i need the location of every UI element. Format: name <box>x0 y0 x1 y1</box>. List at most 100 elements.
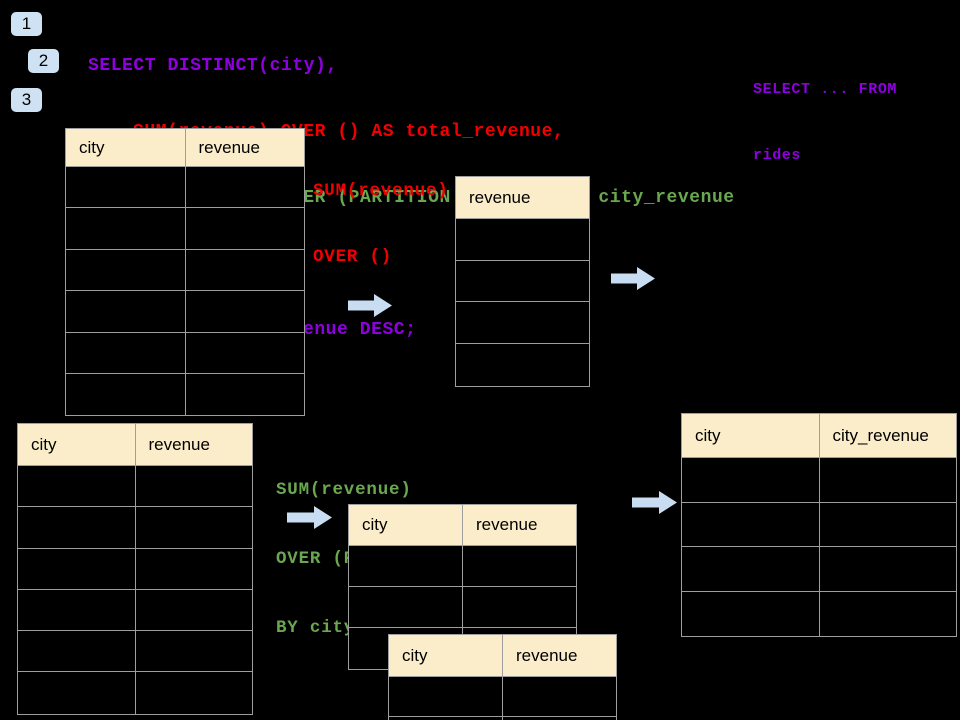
table-row <box>18 466 252 508</box>
table-cell <box>66 249 186 292</box>
step-badge-2: 2 <box>28 49 59 73</box>
table-row <box>18 548 252 590</box>
column-header: revenue <box>463 505 576 546</box>
table-cell <box>18 631 136 673</box>
side-snippet-line-2: rides <box>753 147 802 164</box>
table-cell <box>819 458 956 503</box>
table-row <box>349 546 576 587</box>
table-cell <box>66 291 186 333</box>
arrow-right-icon-2 <box>611 267 655 290</box>
column-header: revenue <box>456 177 589 219</box>
table-cell <box>18 548 136 590</box>
table-cell <box>819 591 956 636</box>
table-row <box>66 373 304 416</box>
column-header: city <box>682 414 820 458</box>
table-cell <box>503 677 616 717</box>
table-cell <box>349 546 463 587</box>
table-cell <box>185 373 304 416</box>
table-cell <box>185 208 304 250</box>
table-row <box>456 260 589 303</box>
table-cell <box>682 458 820 503</box>
table-cell <box>682 502 820 547</box>
table-cell <box>456 219 589 261</box>
table-row <box>456 219 589 261</box>
table-cell <box>185 167 304 209</box>
table-header-row: revenue <box>456 177 589 219</box>
table-cell <box>135 466 252 508</box>
table-row <box>349 587 576 628</box>
table-cell <box>66 167 186 209</box>
table-cell <box>819 502 956 547</box>
table-cell <box>18 507 136 549</box>
table-row <box>18 589 252 632</box>
step-badge-1: 1 <box>11 12 42 36</box>
side-code-snippet: SELECT ... FROM rides <box>753 35 897 211</box>
table-cell <box>135 672 252 714</box>
table-cell <box>456 302 589 345</box>
table-cell <box>66 208 186 250</box>
column-header: revenue <box>503 635 616 677</box>
arrow-right-icon-1 <box>348 294 392 317</box>
table-row <box>66 167 304 209</box>
table-cell <box>819 547 956 592</box>
column-header: city <box>389 635 503 677</box>
table-row <box>18 672 252 714</box>
table-cell <box>135 589 252 632</box>
table-row <box>66 291 304 333</box>
table-cell <box>463 546 576 587</box>
table-cell <box>135 548 252 590</box>
column-header: city <box>66 129 186 167</box>
column-header: revenue <box>185 129 304 167</box>
column-header: revenue <box>135 424 252 466</box>
table-cell <box>349 587 463 628</box>
table-row <box>389 677 616 717</box>
annotation-sum-over-line-1: SUM(revenue) <box>313 181 449 201</box>
table-row <box>682 502 956 547</box>
arrow-right-icon-4 <box>632 491 677 514</box>
table-cell <box>18 466 136 508</box>
column-header: city_revenue <box>819 414 956 458</box>
table-row <box>682 458 956 503</box>
table-cell <box>135 507 252 549</box>
column-header: city <box>18 424 136 466</box>
table-row <box>66 208 304 250</box>
table-cell <box>682 591 820 636</box>
table-cell <box>389 677 503 717</box>
annotation-sum-over: SUM(revenue) OVER () <box>313 136 449 312</box>
table-cell <box>682 547 820 592</box>
table-cell <box>456 260 589 303</box>
annotation-sum-partition-line-1: SUM(revenue) <box>276 480 412 500</box>
table-cell <box>66 332 186 374</box>
table-row <box>66 332 304 374</box>
table-cell <box>185 332 304 374</box>
table-row <box>389 717 616 720</box>
table-cell <box>135 631 252 673</box>
annotation-sum-over-line-2: OVER () <box>313 247 393 267</box>
table-row <box>682 591 956 636</box>
table-row <box>456 344 589 386</box>
table-row <box>456 302 589 345</box>
table-cell <box>18 672 136 714</box>
table-row <box>682 547 956 592</box>
table-total-revenue: revenue <box>455 176 590 387</box>
arrow-right-icon-3 <box>287 506 332 529</box>
column-header: city <box>349 505 463 546</box>
table-cell <box>185 291 304 333</box>
table-row <box>18 631 252 673</box>
table-row <box>66 249 304 292</box>
table-cell <box>18 589 136 632</box>
table-cell <box>185 249 304 292</box>
side-snippet-line-1: SELECT ... FROM <box>753 81 898 98</box>
sql-line-select: SELECT DISTINCT(city), <box>88 56 338 76</box>
table-cell <box>389 717 503 720</box>
